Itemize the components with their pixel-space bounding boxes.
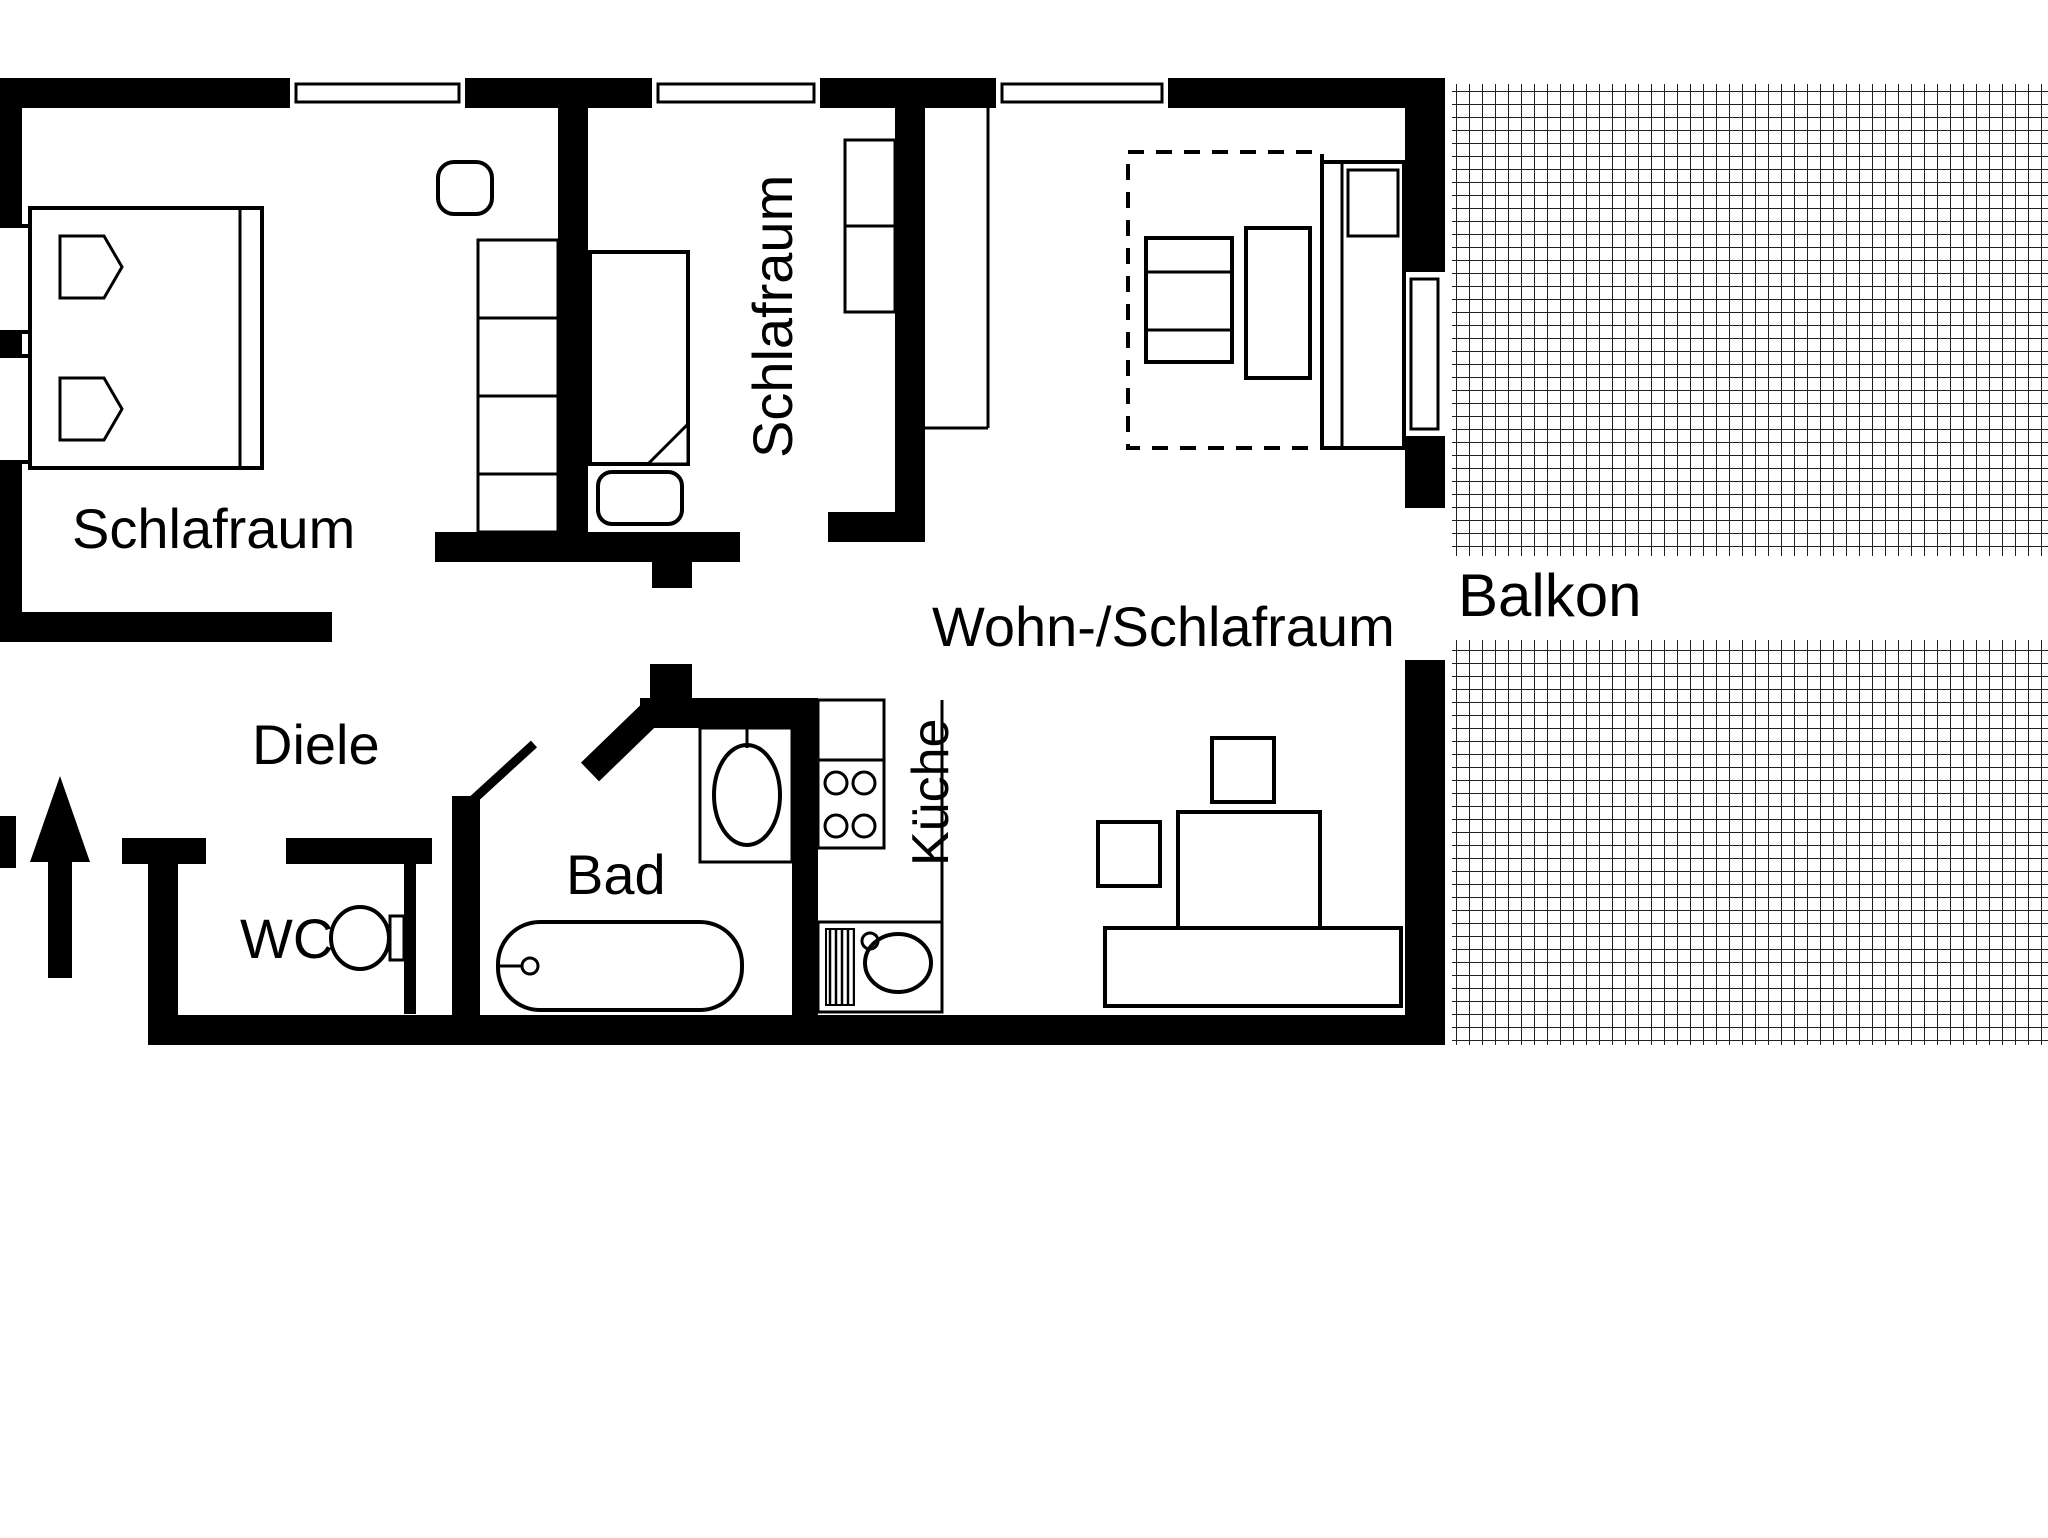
window-top-3-frame (1000, 82, 1164, 104)
double-bed (28, 206, 264, 470)
sideboard (1103, 926, 1403, 1008)
shelf (476, 472, 560, 534)
counter-upper (816, 698, 886, 762)
chair (1096, 820, 1162, 888)
wall-bath-kitchen-divider (792, 698, 818, 1015)
label-balcony: Balkon (1458, 562, 1641, 629)
wall-stub-door (652, 562, 692, 588)
shelf (476, 238, 560, 320)
dining-table (1176, 810, 1322, 930)
label-bathroom: Bad (566, 843, 666, 906)
wardrobe-shelves (436, 160, 560, 534)
wall-bath-top (640, 698, 818, 728)
wall-bedroom-middle-right (895, 108, 925, 512)
pillow (58, 376, 124, 442)
kitchen-sink (863, 932, 933, 994)
window-right-frame (1409, 277, 1440, 431)
wall-wc-right-thin (404, 864, 416, 1014)
rug-dashed (1126, 150, 1324, 450)
wall-right-lower (1405, 660, 1445, 1045)
sofa-bed (1320, 160, 1406, 450)
window-left-2 (0, 354, 32, 464)
single-bed-outline (588, 250, 690, 466)
window-top-2-frame (656, 82, 816, 104)
appliance-hatched (825, 928, 855, 1006)
window-top-1-frame (294, 82, 461, 104)
windows (0, 78, 1445, 464)
room-labels: Schlafraum Schlafraum Wohn-/Schlafraum B… (72, 175, 1641, 970)
shelf (476, 316, 560, 398)
bathtub (496, 920, 744, 1012)
balcony-hatch-upper (1452, 84, 2048, 556)
label-kitchen: Küche (902, 719, 960, 866)
kitchen-fixtures (816, 698, 944, 1014)
chair (1210, 736, 1276, 804)
shelf (476, 394, 560, 476)
double-bed-outline (28, 206, 264, 470)
partitions (843, 108, 990, 922)
wall-bath-left (452, 796, 480, 1015)
balcony-hatch (1452, 84, 2048, 1045)
label-bedroom-middle: Schlafraum (741, 175, 804, 458)
wall-entry-stub (122, 838, 206, 864)
stool (436, 160, 494, 216)
wall-mid-horizontal (435, 532, 740, 562)
nightstand (596, 470, 684, 526)
wall-entry-left (148, 838, 178, 1015)
burner (823, 813, 849, 839)
wall-closet (558, 108, 588, 532)
bathtub-drain (520, 956, 540, 976)
label-wc: WC (240, 907, 333, 970)
label-hallway: Diele (252, 713, 380, 776)
toilet-tank (388, 914, 406, 962)
wall-jamb (828, 512, 925, 542)
label-living-bedroom: Wohn-/Schlafraum (932, 595, 1395, 658)
arrow-shaft (48, 862, 72, 978)
wall-entrance-stub (0, 816, 16, 868)
sofa-bed-pillow (1346, 168, 1400, 238)
burner (851, 813, 877, 839)
arrow-head-icon (30, 776, 90, 862)
wall-wc-top (286, 838, 432, 864)
kitchen-sink-drain (860, 931, 880, 951)
wall-bedroom-left-bottom (0, 612, 332, 642)
label-bedroom-left: Schlafraum (72, 497, 355, 560)
side-table (1244, 226, 1312, 380)
wall-bath-chamfer (580, 702, 662, 782)
armchair (1144, 236, 1234, 364)
burner (851, 770, 877, 796)
living-room-furniture (1096, 150, 1406, 1008)
single-bed (588, 250, 690, 526)
window-left-1 (0, 224, 32, 334)
burner (823, 770, 849, 796)
pillow (58, 234, 124, 300)
entrance-arrow (30, 776, 90, 978)
blanket-fold (644, 420, 690, 466)
toilet (329, 905, 391, 971)
balcony-hatch-lower (1452, 640, 2048, 1045)
wall-stub-living-door (650, 664, 692, 698)
walls (0, 78, 1445, 1045)
wall-bottom (148, 1015, 1445, 1045)
bathroom-fixtures (496, 726, 794, 1012)
wc-fixtures (329, 905, 406, 971)
